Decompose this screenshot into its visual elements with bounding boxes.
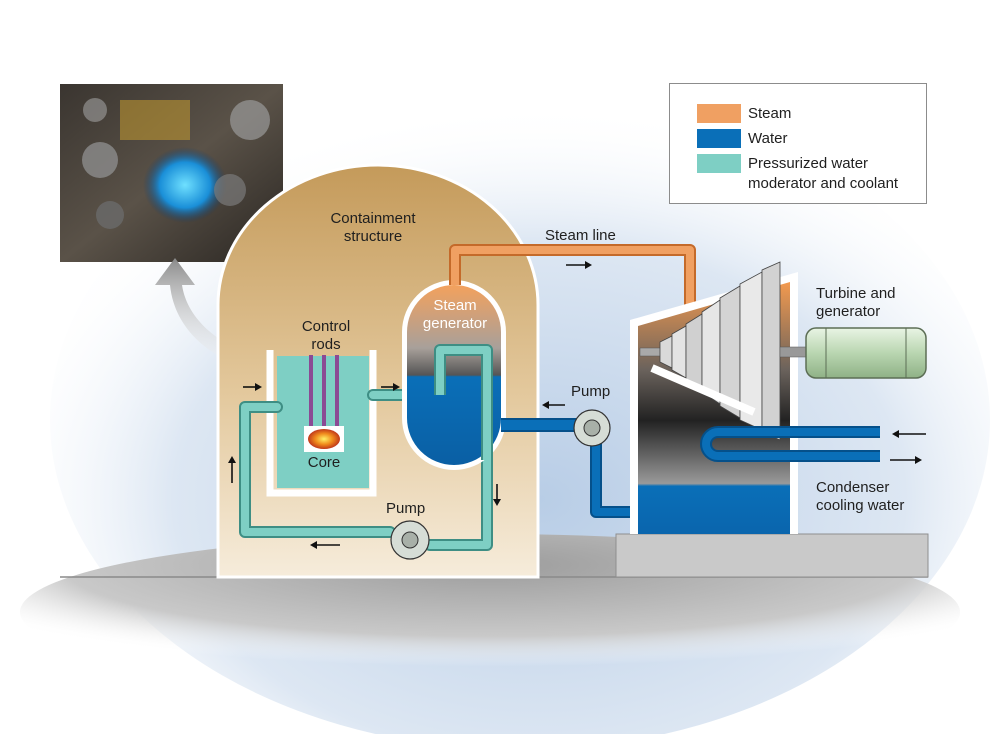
steam-generator [402,280,506,470]
legend-label-steam: Steam [748,105,792,122]
condenser-coil [700,426,880,462]
condenser-label: Condenser cooling water [816,479,905,514]
control-rods-label: Control rods [301,318,351,353]
control-rods [309,355,339,433]
generator-coil [434,344,493,460]
legend-label-coolant: Pressurized water [748,155,869,172]
pump-label-secondary: Pump [571,383,611,400]
generator [779,327,927,379]
pump-label-main: Pump [386,500,426,517]
reactor-core [304,426,344,452]
legend-label-water: Water [748,130,788,147]
steam-line-label: Steam line [545,227,616,244]
flow-arrow-icon [228,261,926,549]
pump-icon [390,520,430,560]
legend-swatch-coolant [697,154,741,173]
reactor-photo [60,84,283,262]
turbine-baffle [650,364,756,416]
steam-line [449,244,696,318]
legend-swatch-water [697,129,741,148]
core-label: Core [307,454,341,471]
turbine-label: Turbine and generator [816,285,896,320]
turbine-platform [615,533,929,578]
legend-swatch-steam [697,104,741,123]
containment-label: Containment structure [330,210,416,245]
turbine-rotor [639,261,811,441]
legend: Steam Water Pressurized water moderator … [669,83,927,204]
steam-generator-label: Steam generator [422,297,488,332]
legend-label-coolant-line2: moderator and coolant [748,175,899,192]
pump-icon [573,409,611,447]
